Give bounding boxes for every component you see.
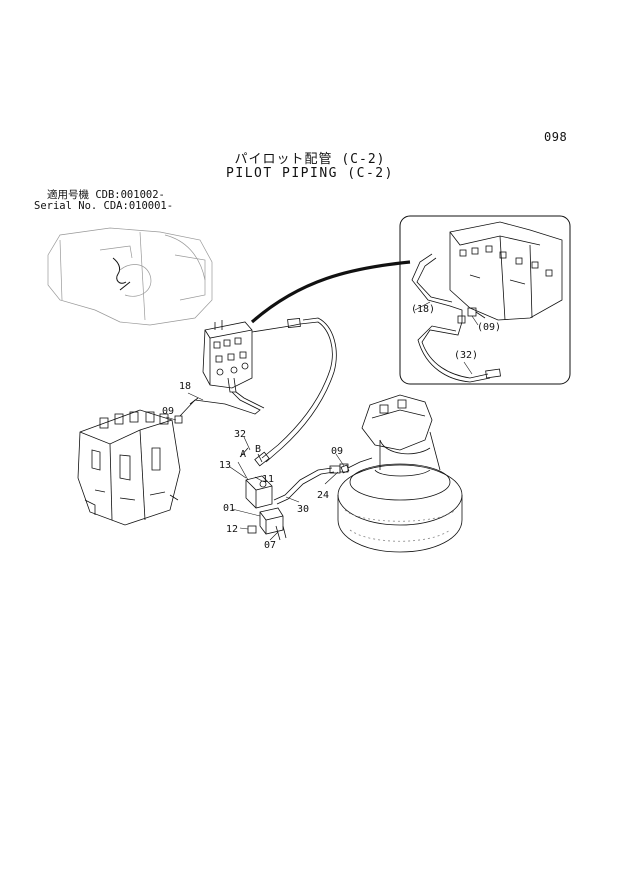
serial-applicable: 適用号機 CDB:001002-: [47, 189, 165, 201]
machine-pilot-marker: [112, 257, 131, 291]
callout-a-bracket: [239, 447, 263, 463]
callout-12: 12: [226, 524, 238, 535]
callout-11: 11: [262, 474, 274, 485]
callout-24: 24: [317, 490, 329, 501]
bracket-assembly: [245, 475, 287, 541]
fitting-09-control-valve: [174, 415, 183, 424]
callout-32: 32: [234, 429, 246, 440]
page-number: 098: [544, 130, 568, 144]
inset-leader-curve: [250, 260, 411, 324]
callout-01: 01: [223, 503, 235, 514]
callout-18: 18: [179, 381, 191, 392]
fitting-24: [339, 457, 373, 473]
hose-32: [251, 317, 337, 467]
callout-labels: 18 09 32 A B 13 11 01 12 07 24 30 09 (18…: [162, 304, 501, 551]
title-japanese: パイロット配管 (C-2): [234, 152, 386, 167]
callout-09-swing-motor: 09: [331, 446, 343, 457]
callout-30: 30: [297, 504, 309, 515]
control-valve: [77, 409, 181, 526]
callout-b: B: [255, 444, 261, 455]
pilot-valve-block: [202, 320, 253, 393]
detail-inset: [399, 215, 571, 385]
inset-callout-09: (09): [477, 322, 501, 333]
inset-callout-18: (18): [411, 304, 435, 315]
callout-07: 07: [264, 540, 276, 551]
callout-13: 13: [219, 460, 231, 471]
hose-30: [273, 465, 341, 505]
inset-callout-32: (32): [454, 350, 478, 361]
serial-number: Serial No. CDA:010001-: [34, 200, 174, 212]
callout-a: A: [240, 449, 246, 460]
callout-09-control-valve: 09: [162, 406, 174, 417]
fitting-09-swing-motor: [340, 464, 350, 474]
title-english: PILOT PIPING (C-2): [226, 166, 394, 181]
leader-lines: [165, 301, 479, 541]
hose-18: [179, 391, 265, 417]
machine-outline: [47, 227, 213, 326]
swing-motor: [337, 394, 463, 553]
